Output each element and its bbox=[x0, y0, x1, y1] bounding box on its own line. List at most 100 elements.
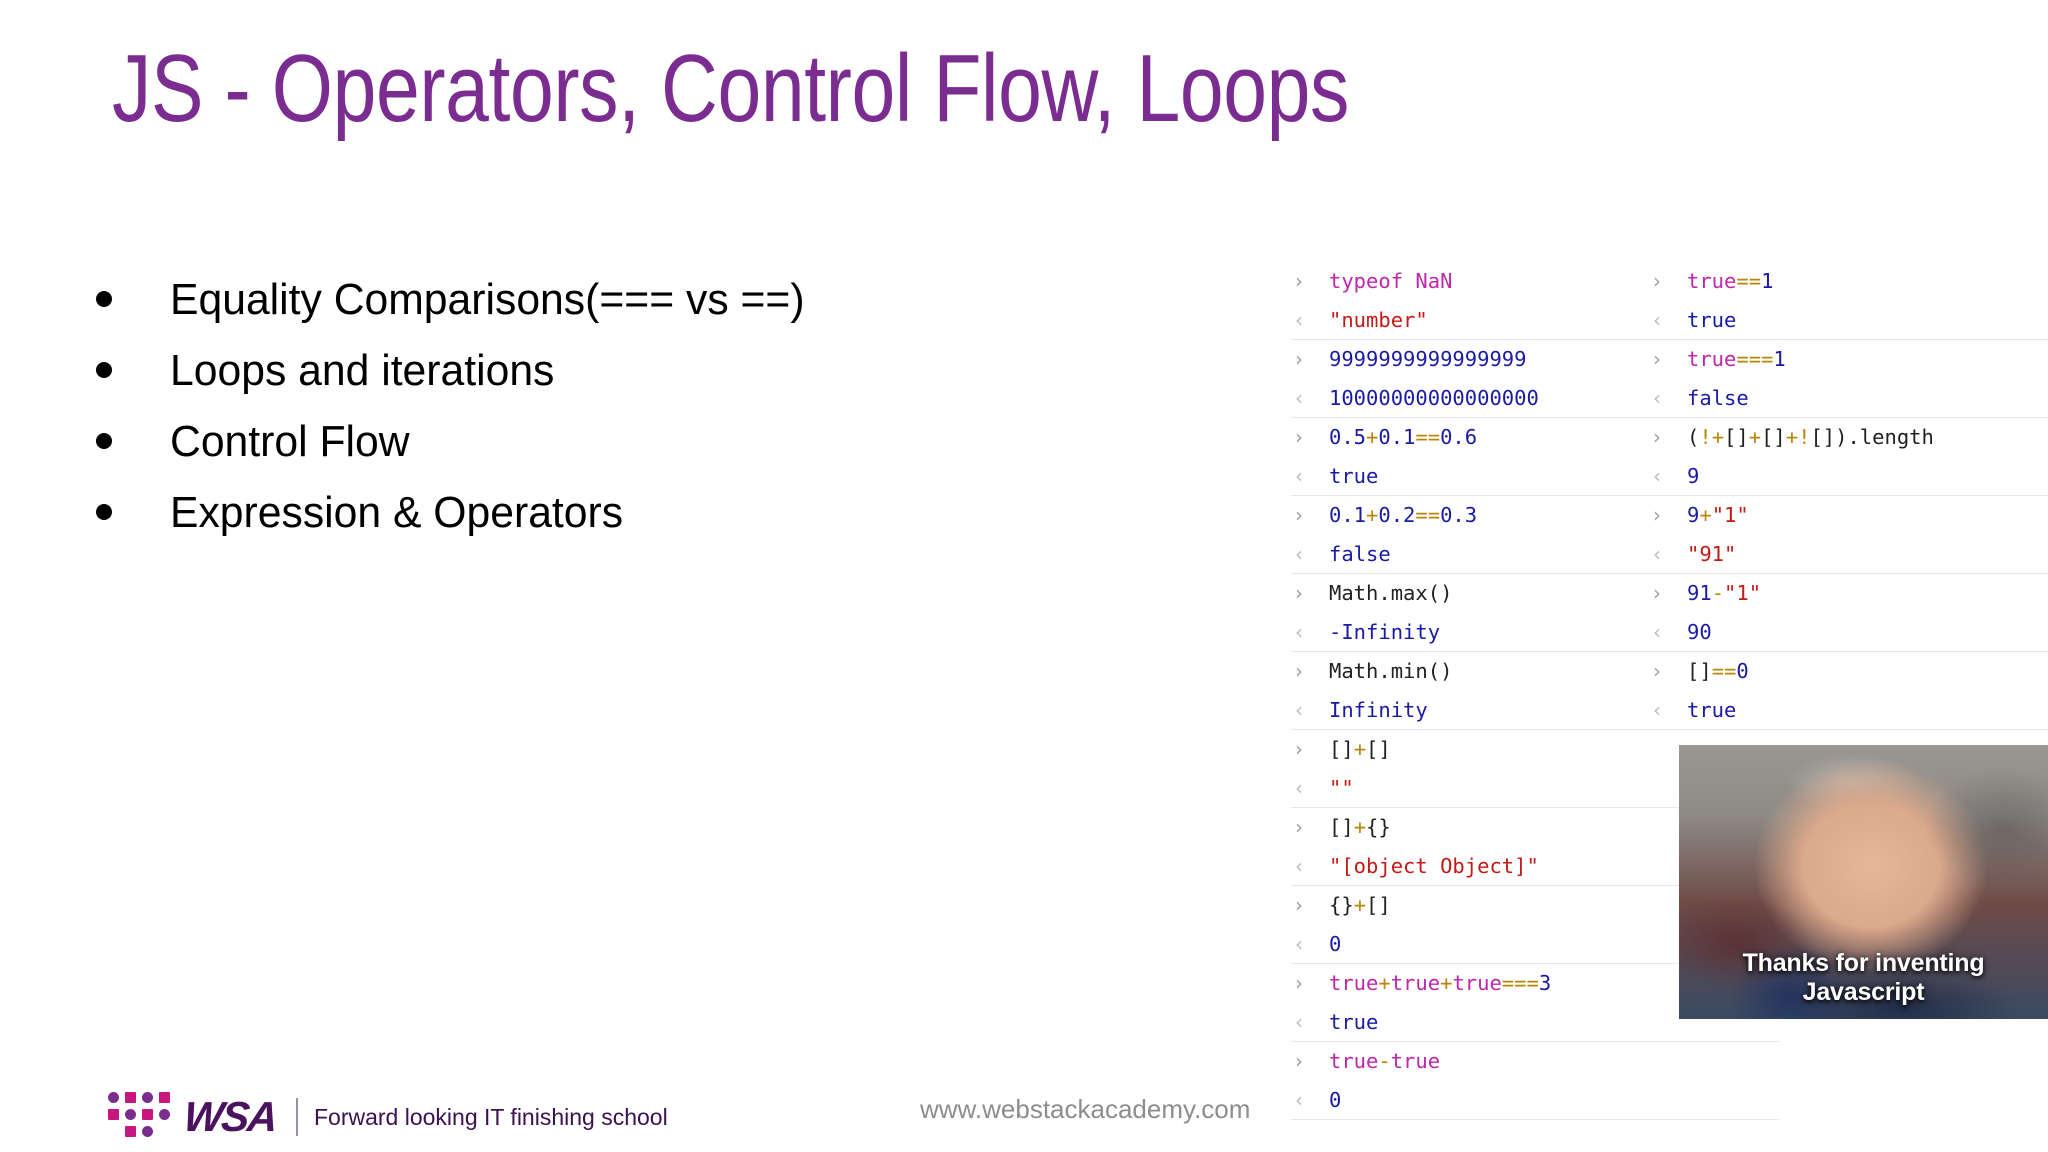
console-entry: ›{}+[]‹0 bbox=[1291, 886, 1779, 964]
chevron-left-icon: ‹ bbox=[1653, 541, 1661, 566]
console-output-line: ‹ -Infinity bbox=[1291, 613, 1779, 652]
chevron-right-icon: › bbox=[1295, 1049, 1303, 1074]
console-input-line[interactable]: ›[]+{} bbox=[1291, 808, 1779, 847]
console-entry: ›[]==0‹true bbox=[1649, 652, 2048, 730]
console-entry: ›9+"1" ‹ "91" bbox=[1649, 496, 2048, 574]
console-column-left: ›typeof NaN‹"number" › 9999999999999999 ‹10… bbox=[1291, 262, 1779, 1120]
chevron-right-icon: › bbox=[1295, 737, 1303, 762]
console-input-code: {}+[] bbox=[1329, 893, 1391, 917]
console-input-code: 91-"1" bbox=[1687, 581, 1762, 605]
console-entry: ›0.5+0.1==0.6 ‹ true bbox=[1291, 418, 1779, 496]
console-entry: ›Math.max() ‹ -Infinity bbox=[1291, 574, 1779, 652]
console-output-line: ‹ false bbox=[1291, 535, 1779, 574]
logo-square-icon bbox=[108, 1109, 119, 1120]
console-input-line[interactable]: ›Math.min() bbox=[1291, 652, 1779, 691]
chevron-left-icon: ‹ bbox=[1653, 463, 1661, 488]
console-input-line[interactable]: ›[]+[] bbox=[1291, 730, 1779, 769]
console-output-value: 9 bbox=[1687, 463, 1700, 488]
list-item-label: Expression & Operators bbox=[170, 488, 624, 537]
list-item-label: Loops and iterations bbox=[170, 346, 555, 395]
wsa-logo-wordmark: WSA bbox=[181, 1093, 279, 1140]
console-entry: › (!+[]+[]+![]).length ‹ 9 bbox=[1649, 418, 2048, 496]
list-item-label: Control Flow bbox=[170, 417, 410, 466]
console-input-code: (!+[]+[]+![]).length bbox=[1687, 425, 1934, 449]
console-input-code: Math.max() bbox=[1329, 581, 1453, 605]
console-entry: › 9999999999999999 ‹10000000000000000 bbox=[1291, 340, 1779, 418]
console-output-value: -Infinity bbox=[1329, 619, 1441, 644]
console-input-line[interactable]: › (!+[]+[]+![]).length bbox=[1649, 418, 2048, 457]
console-output-line: ‹ Infinity bbox=[1291, 691, 1779, 730]
chevron-left-icon: ‹ bbox=[1295, 541, 1303, 566]
bullet-dot-icon bbox=[96, 291, 112, 307]
console-input-line[interactable]: › {}+[] bbox=[1291, 886, 1779, 925]
console-input-line[interactable]: ›0.5+0.1==0.6 bbox=[1291, 418, 1779, 457]
console-output-line: ‹true bbox=[1649, 691, 2048, 730]
chevron-left-icon: ‹ bbox=[1295, 931, 1303, 956]
footer-website-url: www.webstackacademy.com bbox=[920, 1094, 1251, 1124]
brendan-eich-meme-image: Thanks for inventing Javascript bbox=[1679, 745, 2048, 1019]
list-item: Expression & Operators bbox=[96, 491, 1146, 562]
console-input-line[interactable]: ›true===1 bbox=[1649, 340, 2048, 379]
meme-photo-shading bbox=[1679, 745, 2048, 1019]
console-output-value: 0 bbox=[1329, 1087, 1342, 1112]
chevron-left-icon: ‹ bbox=[1653, 307, 1661, 332]
console-output-value: "91" bbox=[1687, 541, 1737, 566]
console-output-line: ‹ true bbox=[1291, 457, 1779, 496]
page-title: JS - Operators, Control Flow, Loops bbox=[112, 35, 1349, 142]
console-input-line[interactable]: ›91-"1" bbox=[1649, 574, 2048, 613]
console-output-value: "" bbox=[1329, 775, 1354, 800]
console-input-line[interactable]: ›true==1 bbox=[1649, 262, 2048, 301]
console-input-line[interactable]: ›0.1+0.2==0.3 bbox=[1291, 496, 1779, 535]
logo-circle-icon bbox=[159, 1109, 170, 1120]
console-input-line[interactable]: ›9+"1" bbox=[1649, 496, 2048, 535]
bullet-dot-icon bbox=[96, 362, 112, 378]
chevron-left-icon: ‹ bbox=[1295, 1087, 1303, 1112]
console-input-line[interactable]: › true+true+true===3 bbox=[1291, 964, 1779, 1003]
chevron-right-icon: › bbox=[1295, 893, 1303, 918]
bullet-dot-icon bbox=[96, 433, 112, 449]
console-input-code: 9999999999999999 bbox=[1329, 347, 1527, 371]
console-entry: ›Math.min() ‹ Infinity bbox=[1291, 652, 1779, 730]
console-input-line[interactable]: ›[]==0 bbox=[1649, 652, 2048, 691]
chevron-left-icon: ‹ bbox=[1295, 619, 1303, 644]
console-input-line[interactable]: ›true-true bbox=[1291, 1042, 1779, 1081]
console-output-line: ‹true bbox=[1291, 1003, 1779, 1042]
chevron-left-icon: ‹ bbox=[1295, 463, 1303, 488]
console-entry: ›0.1+0.2==0.3 ‹ false bbox=[1291, 496, 1779, 574]
console-input-code: 9+"1" bbox=[1687, 503, 1749, 527]
logo-square-icon bbox=[142, 1109, 153, 1120]
console-output-value: Infinity bbox=[1329, 697, 1428, 722]
console-output-line: ‹10000000000000000 bbox=[1291, 379, 1779, 418]
console-input-code: []==0 bbox=[1687, 659, 1749, 683]
logo-circle-icon bbox=[142, 1092, 153, 1103]
console-output-value: false bbox=[1329, 541, 1391, 566]
console-output-line: ‹"number" bbox=[1291, 301, 1779, 340]
console-input-code: true===1 bbox=[1687, 347, 1786, 371]
console-output-line: ‹ "" bbox=[1291, 769, 1779, 808]
console-entry: ›typeof NaN‹"number" bbox=[1291, 262, 1779, 340]
list-item-label: Equality Comparisons(=== vs ==) bbox=[170, 275, 805, 324]
wsa-logo: WSA Forward looking IT finishing school bbox=[108, 1088, 668, 1146]
chevron-left-icon: ‹ bbox=[1653, 697, 1661, 722]
logo-circle-icon bbox=[125, 1109, 136, 1120]
console-input-line[interactable]: › 9999999999999999 bbox=[1291, 340, 1779, 379]
chevron-left-icon: ‹ bbox=[1295, 307, 1303, 332]
console-output-line: ‹90 bbox=[1649, 613, 2048, 652]
meme-caption: Thanks for inventing Javascript bbox=[1742, 949, 1985, 1006]
logo-circle-icon bbox=[108, 1092, 119, 1103]
chevron-left-icon: ‹ bbox=[1295, 775, 1303, 800]
console-entry: › true+true+true===3 ‹true bbox=[1291, 964, 1779, 1042]
chevron-left-icon: ‹ bbox=[1653, 385, 1661, 410]
console-input-code: true+true+true===3 bbox=[1329, 971, 1552, 995]
chevron-right-icon: › bbox=[1653, 425, 1661, 450]
list-item: Control Flow bbox=[96, 420, 1146, 491]
console-output-line: ‹false bbox=[1649, 379, 2048, 418]
chevron-right-icon: › bbox=[1295, 347, 1303, 372]
bullet-dot-icon bbox=[96, 504, 112, 520]
console-input-line[interactable]: ›Math.max() bbox=[1291, 574, 1779, 613]
chevron-right-icon: › bbox=[1295, 971, 1303, 996]
chevron-left-icon: ‹ bbox=[1653, 619, 1661, 644]
console-input-line[interactable]: ›typeof NaN bbox=[1291, 262, 1779, 301]
console-input-code: true==1 bbox=[1687, 269, 1774, 293]
console-output-value: true bbox=[1329, 463, 1379, 488]
